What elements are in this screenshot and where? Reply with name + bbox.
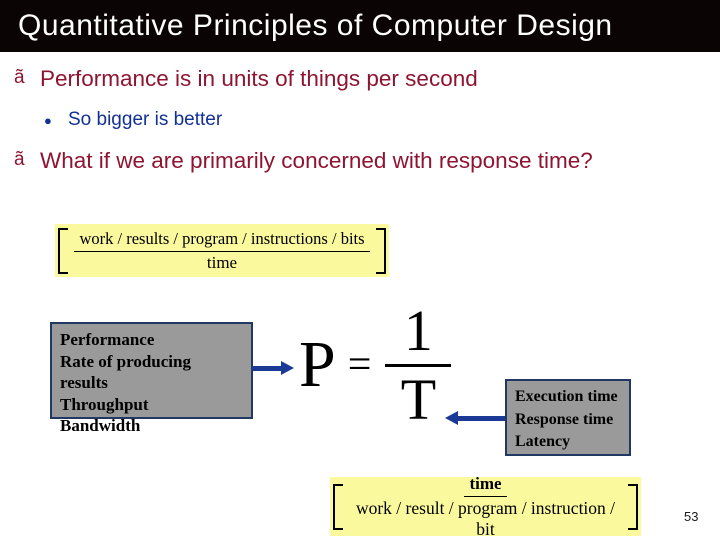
box-line: Execution time bbox=[515, 388, 618, 405]
left-bracket bbox=[333, 483, 343, 530]
arrow-left-head-icon bbox=[445, 411, 458, 425]
right-bracket bbox=[628, 483, 638, 530]
arrow-right-head-icon bbox=[281, 361, 294, 375]
equation-numerator: 1 bbox=[403, 297, 433, 363]
arrow-performance-to-p bbox=[252, 366, 282, 371]
time-synonyms-box: Execution time Response time Latency bbox=[505, 379, 631, 456]
equation-lhs: P bbox=[299, 328, 336, 401]
fraction: time work / result / program / instructi… bbox=[346, 474, 625, 540]
arrow-time-to-t bbox=[457, 416, 505, 421]
fraction-bar bbox=[385, 363, 452, 367]
circle-bullet-icon: ● bbox=[44, 113, 52, 128]
bullet-performance: ã Performance is in units of things per … bbox=[14, 64, 478, 94]
fraction-numerator: work / results / program / instructions … bbox=[74, 229, 370, 252]
left-bracket bbox=[58, 227, 68, 274]
box-line: Throughput bbox=[60, 394, 149, 414]
formula-box-top: work / results / program / instructions … bbox=[55, 224, 389, 277]
bullet-icon: ã bbox=[14, 67, 25, 88]
box-line: Response time bbox=[515, 410, 614, 428]
box-line: Latency bbox=[515, 433, 571, 450]
bullet-performance-text: Performance is in units of things per se… bbox=[40, 66, 478, 91]
page-number: 53 bbox=[684, 509, 699, 524]
fraction-denominator: work / result / program / instruction / … bbox=[355, 497, 616, 539]
bullet-response-time-text: What if we are primarily concerned with … bbox=[40, 148, 593, 173]
sub-bullet-text: So bigger is better bbox=[68, 109, 223, 130]
equation-fraction: 1 T bbox=[385, 297, 452, 432]
box-line: Bandwidth bbox=[60, 416, 141, 435]
fraction-numerator: time bbox=[464, 474, 507, 497]
bullet-response-time: ã What if we are primarily concerned wit… bbox=[14, 146, 593, 176]
equation-denominator: T bbox=[400, 366, 437, 432]
box-line: Rate of producing results bbox=[60, 351, 191, 393]
right-bracket bbox=[376, 227, 386, 274]
equation-p-equals-1-over-t: P = 1 T bbox=[299, 290, 452, 440]
slide-title: Quantitative Principles of Computer Desi… bbox=[18, 9, 613, 42]
box-line: Performance bbox=[60, 330, 155, 349]
bullet-icon: ã bbox=[14, 149, 25, 170]
fraction: work / results / program / instructions … bbox=[71, 229, 373, 273]
fraction-denominator: time bbox=[206, 252, 238, 272]
sub-bullet-bigger-better: ● So bigger is better bbox=[44, 109, 222, 131]
performance-synonyms-box: Performance Rate of producing results Th… bbox=[50, 322, 253, 435]
formula-box-bottom: time work / result / program / instructi… bbox=[330, 474, 641, 539]
title-bar: Quantitative Principles of Computer Desi… bbox=[0, 0, 720, 52]
equals-sign: = bbox=[347, 342, 372, 388]
